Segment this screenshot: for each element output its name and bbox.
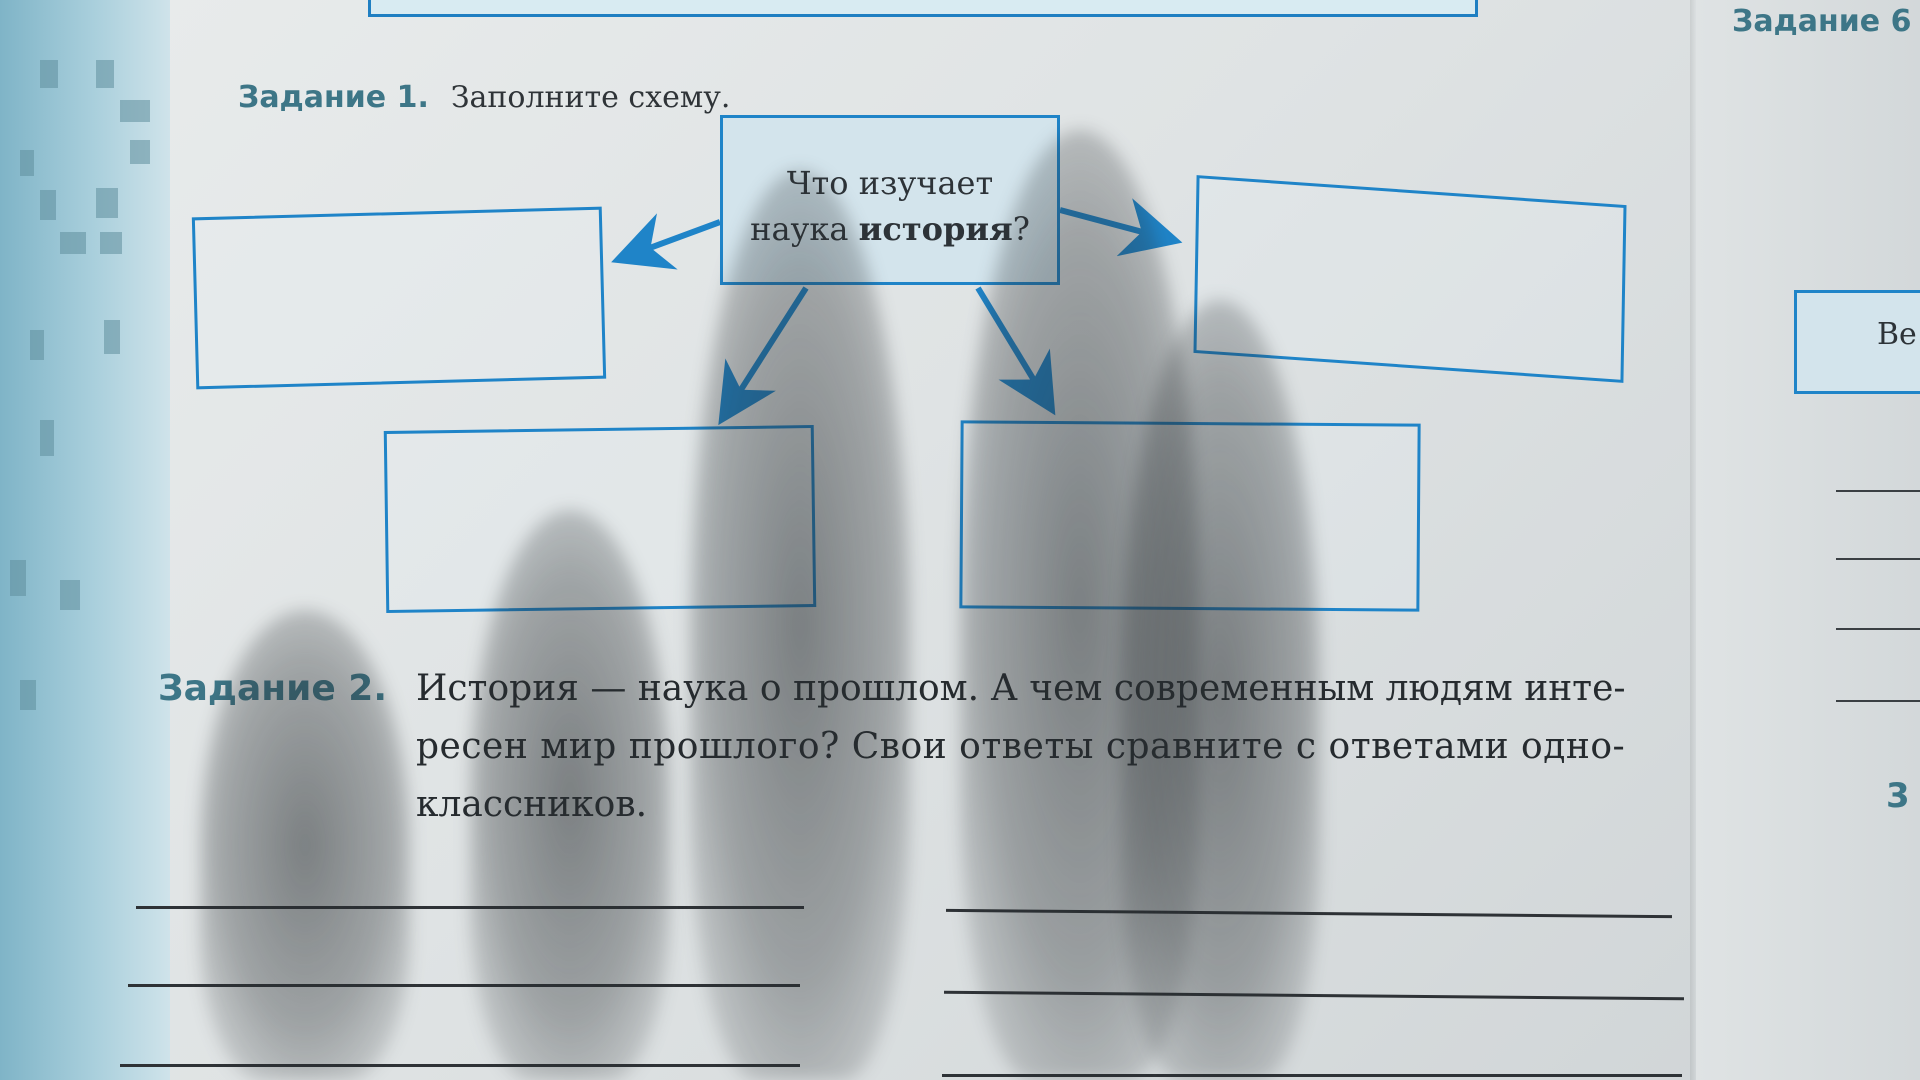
answer-line[interactable] <box>944 990 1684 1001</box>
decorative-tile <box>20 150 34 176</box>
task2-line1: История — наука о прошлом. А чем совреме… <box>416 668 1626 709</box>
decorative-tile <box>104 320 120 354</box>
task2-line3: классников. <box>416 784 648 825</box>
answer-line[interactable] <box>128 984 800 987</box>
center-question-mark: ? <box>1012 210 1030 248</box>
scheme-answer-box-1[interactable] <box>191 206 607 390</box>
right-page-heading: Задание 6 <box>1732 4 1912 39</box>
decorative-tile <box>40 190 56 220</box>
center-question-line2: наука история? <box>723 206 1057 252</box>
right-page-box-text: Ве <box>1877 317 1917 352</box>
decorative-tile <box>96 60 114 88</box>
decorative-margin-strip <box>0 0 170 1080</box>
task2-line2: ресен мир прошлого? Свои ответы сравните… <box>416 726 1626 767</box>
task2-question: История — наука о прошлом. А чем совреме… <box>416 660 1656 834</box>
task1-header: Задание 1. Заполните схему. <box>238 80 730 115</box>
right-page-line <box>1836 628 1920 630</box>
task2-heading: Задание 2. <box>158 668 388 709</box>
scheme-answer-box-3[interactable] <box>383 425 817 613</box>
scheme-center-question: Что изучает наука история? <box>720 115 1060 285</box>
answer-line[interactable] <box>120 1064 800 1067</box>
scheme-answer-box-4[interactable] <box>959 420 1421 612</box>
center-question-line1: Что изучает <box>786 164 994 202</box>
right-page-line <box>1836 490 1920 492</box>
right-page-edge: Задание 6 Ве 3 <box>1696 0 1920 1080</box>
decorative-tile <box>130 140 150 164</box>
answer-line[interactable] <box>136 906 804 909</box>
decorative-tile <box>60 232 86 254</box>
previous-task-box <box>368 0 1478 17</box>
decorative-tile <box>60 580 80 610</box>
decorative-tile <box>100 232 122 254</box>
answer-line[interactable] <box>942 1074 1682 1077</box>
decorative-tile <box>10 560 26 596</box>
right-page-number: 3 <box>1886 776 1910 816</box>
answer-line[interactable] <box>946 908 1672 919</box>
book-fold <box>1690 0 1696 1080</box>
center-question-plain: наука <box>750 210 859 248</box>
task1-heading: Задание 1. <box>238 80 429 115</box>
decorative-tile <box>120 100 150 122</box>
arrow-to-box-4 <box>975 286 1056 416</box>
arrow-to-box-3 <box>718 286 809 426</box>
decorative-tile <box>40 420 54 456</box>
decorative-tile <box>40 60 58 88</box>
right-page-box: Ве <box>1794 290 1920 394</box>
history-scheme-diagram: Что изучает наука история? <box>180 110 1640 620</box>
arrow-to-box-2 <box>1059 198 1183 257</box>
center-question-bold: история <box>858 210 1013 248</box>
arrow-to-box-1 <box>611 213 722 270</box>
task1-instruction: Заполните схему. <box>450 80 731 115</box>
right-page-line <box>1836 700 1920 702</box>
right-page-line <box>1836 558 1920 560</box>
decorative-tile <box>30 330 44 360</box>
decorative-tile <box>96 188 118 218</box>
scheme-answer-box-2[interactable] <box>1193 175 1627 383</box>
decorative-tile <box>20 680 36 710</box>
